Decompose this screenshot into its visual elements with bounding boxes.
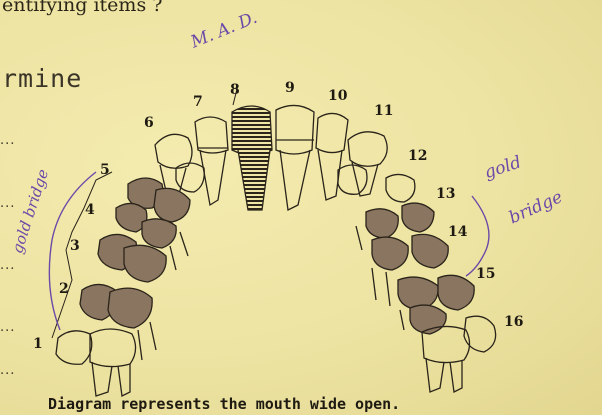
- tooth-10: [316, 113, 348, 200]
- tooth-number-3: 3: [70, 238, 80, 254]
- tooth-number-14: 14: [448, 224, 467, 240]
- tooth-1-molar: [90, 329, 136, 396]
- tooth-number-2: 2: [59, 281, 69, 297]
- tooth-number-10: 10: [328, 88, 347, 104]
- tooth-number-13: 13: [436, 186, 455, 202]
- tooth-7: [195, 117, 228, 205]
- tooth-number-1: 1: [33, 336, 43, 352]
- right-bridge-teeth: [366, 203, 474, 334]
- tooth-number-16: 16: [504, 314, 523, 330]
- tooth-number-5: 5: [100, 162, 110, 178]
- tooth-number-4: 4: [85, 202, 95, 218]
- tooth-9: [276, 105, 314, 210]
- tooth-number-7: 7: [193, 94, 203, 110]
- tooth-number-15: 15: [476, 266, 495, 282]
- tooth-number-6: 6: [144, 115, 154, 131]
- tooth-16-molar: [422, 326, 470, 392]
- tooth-number-12: 12: [408, 148, 427, 164]
- tooth-11: [348, 132, 387, 196]
- tooth-8: [232, 106, 272, 210]
- tooth-number-11: 11: [374, 103, 393, 119]
- tooth-number-9: 9: [285, 80, 295, 96]
- tooth-number-8: 8: [230, 82, 240, 98]
- left-bridge-teeth: [80, 178, 190, 328]
- diagram-caption: Diagram represents the mouth wide open.: [48, 395, 400, 413]
- tooth-1: [56, 331, 92, 364]
